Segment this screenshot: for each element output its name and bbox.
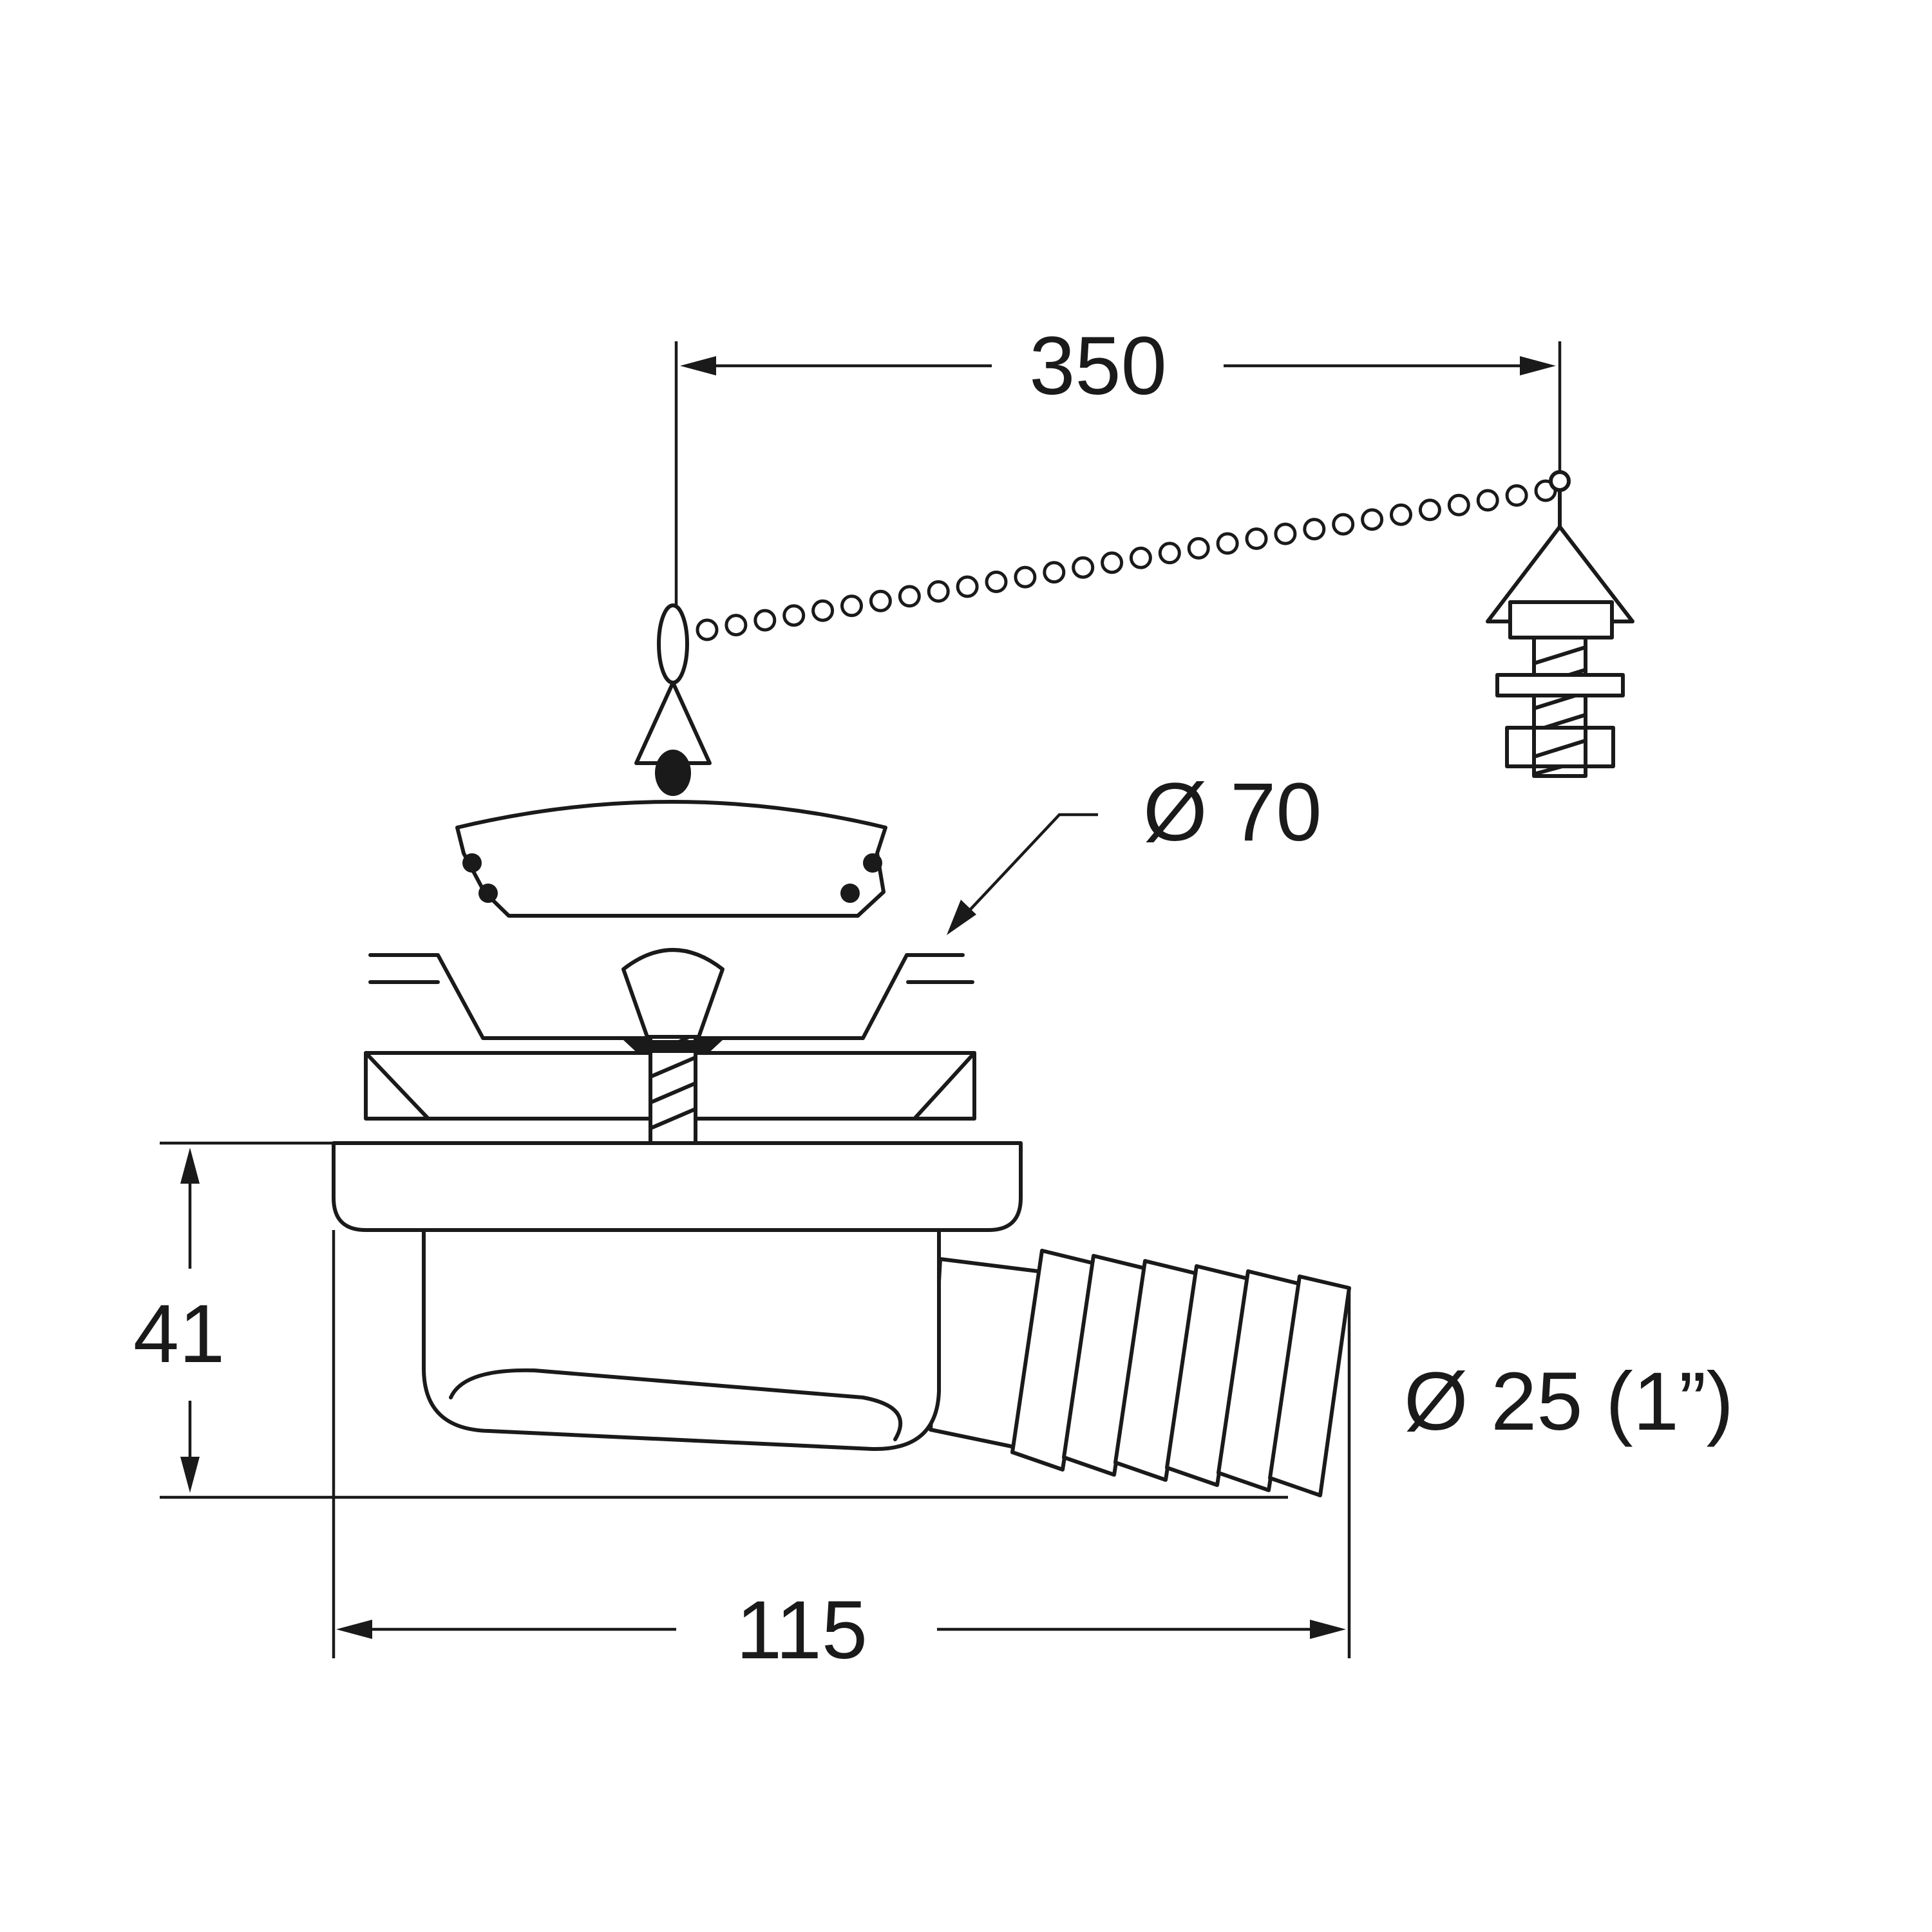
outlet-diameter-label: Ø 25 (1”) bbox=[1404, 1356, 1734, 1448]
leader-line bbox=[958, 813, 1098, 922]
chain-link bbox=[1158, 542, 1181, 565]
stopper-cap bbox=[455, 800, 887, 918]
strainer-diameter-callout: Ø 70 bbox=[947, 766, 1322, 935]
chain-link bbox=[1505, 484, 1528, 507]
height-label: 41 bbox=[133, 1288, 225, 1380]
connector-washer bbox=[1495, 673, 1625, 697]
stopper-seal-dot bbox=[478, 884, 498, 903]
chain-link bbox=[782, 604, 806, 627]
chain bbox=[696, 479, 1557, 641]
chain-link bbox=[1014, 565, 1037, 589]
chain-link bbox=[1129, 546, 1152, 569]
chain-link bbox=[1245, 527, 1268, 550]
chain-link bbox=[1476, 489, 1499, 512]
length-label: 115 bbox=[736, 1584, 867, 1676]
arrowhead-right bbox=[1310, 1620, 1346, 1639]
chain-link bbox=[1216, 532, 1239, 555]
height-dimension: 41 bbox=[133, 1141, 1288, 1499]
stopper-seal-dot bbox=[840, 884, 860, 903]
waste-connector bbox=[1486, 470, 1634, 778]
chain-link bbox=[1187, 536, 1210, 560]
arrowhead-right bbox=[1520, 356, 1556, 375]
chain-link bbox=[956, 575, 979, 598]
arrowhead-left bbox=[680, 356, 716, 375]
connector-chain-ring bbox=[1549, 470, 1571, 492]
chain-length-label: 350 bbox=[1029, 320, 1167, 412]
screw-head bbox=[621, 948, 724, 1039]
arrowhead-bottom bbox=[180, 1457, 200, 1493]
chain-link bbox=[869, 589, 892, 612]
drain-cup bbox=[422, 1225, 941, 1452]
connector-collar bbox=[1508, 600, 1614, 639]
arrowhead-left bbox=[336, 1620, 372, 1639]
chain-link bbox=[1390, 503, 1412, 526]
chain-link bbox=[985, 571, 1008, 593]
chain-link bbox=[1274, 522, 1297, 545]
chain-link bbox=[898, 585, 921, 608]
stopper-seal-dot bbox=[462, 853, 482, 873]
drain-rim bbox=[332, 1141, 1023, 1232]
chain-link bbox=[811, 599, 835, 622]
arrowhead-top bbox=[180, 1148, 200, 1184]
stopper-seal-dot bbox=[863, 853, 882, 873]
chain-link bbox=[1361, 508, 1384, 531]
chain-link bbox=[724, 614, 748, 637]
chain-link bbox=[1303, 518, 1326, 541]
chain-link bbox=[1101, 551, 1124, 574]
chain-link bbox=[1072, 556, 1095, 579]
drain-body bbox=[332, 1141, 1351, 1497]
flange-plate bbox=[364, 1049, 976, 1148]
chain-link bbox=[1418, 498, 1441, 522]
hose-barb bbox=[1010, 1249, 1351, 1497]
length-dimension: 115 bbox=[332, 1230, 1351, 1676]
chain-link bbox=[840, 594, 863, 618]
stopper-plug bbox=[455, 603, 887, 918]
chain-link bbox=[1332, 513, 1355, 536]
chain-link bbox=[696, 618, 719, 641]
chain-ring bbox=[657, 603, 689, 685]
chain-link bbox=[1447, 493, 1470, 516]
chain-link bbox=[927, 580, 950, 603]
leader-arrowhead bbox=[947, 900, 976, 935]
chain-link bbox=[1043, 561, 1066, 584]
drain-cup-bottom bbox=[449, 1368, 903, 1441]
strainer-diameter-label: Ø 70 bbox=[1143, 766, 1322, 858]
chain-link bbox=[753, 609, 777, 632]
chain-length-dimension: 350 bbox=[674, 320, 1562, 618]
stopper-knob bbox=[655, 750, 691, 796]
